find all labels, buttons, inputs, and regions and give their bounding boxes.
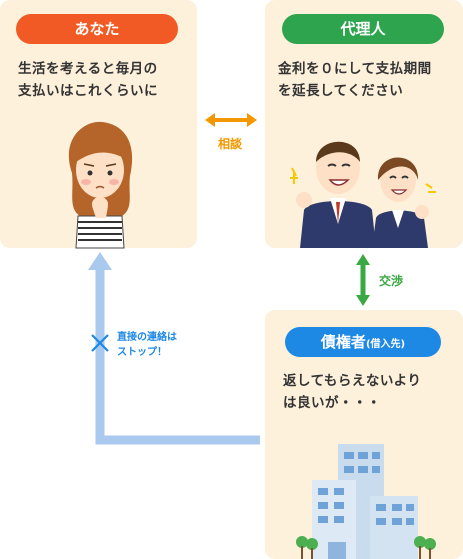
creditor-title: 債権者: [320, 333, 366, 351]
stop-x-icon: [91, 334, 109, 352]
worried-woman-illustration: [68, 121, 133, 249]
consult-label: 相談: [218, 137, 243, 151]
stopped-label-line1: 直接の連絡は: [117, 332, 177, 343]
creditor-speech: 返してもらえないより は良いが・・・: [283, 373, 422, 411]
blocked-contact-path: [88, 252, 260, 445]
consult-arrow: [205, 113, 257, 127]
agent-title-pill: 代理人: [282, 14, 444, 44]
office-buildings-illustration: [296, 444, 436, 559]
agent-speech: 金利を０にして支払期間 を延長してください: [278, 61, 432, 99]
negotiate-label: 交渉: [379, 274, 404, 288]
creditor-title-pill: 債権者(借入先): [285, 327, 441, 357]
negotiate-arrow: [356, 254, 370, 306]
creditor-title-sub: (借入先): [365, 339, 406, 350]
agents-illustration: [290, 141, 436, 248]
agent-title: 代理人: [340, 20, 386, 38]
you-title: あなた: [74, 20, 120, 38]
you-speech: 生活を考えると毎月の 支払いはこれくらいに: [18, 61, 158, 99]
you-title-pill: あなた: [16, 14, 178, 44]
stopped-label-line2: ストップ！: [117, 347, 167, 358]
